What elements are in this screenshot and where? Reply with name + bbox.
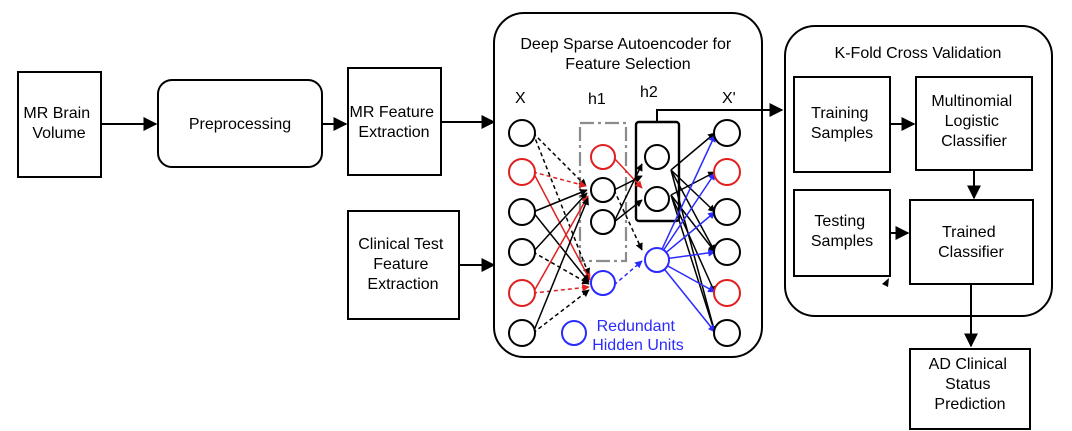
x-node <box>508 319 536 347</box>
connections-x-to-h1 <box>532 132 591 334</box>
legend-blue-circle-icon <box>561 320 587 346</box>
layer-x-nodes <box>508 119 536 347</box>
training-samples-label: Training Samples <box>811 105 873 142</box>
h1-group-box <box>578 121 628 263</box>
clinical-test-feature-extraction-box: Clinical Test Feature Extraction <box>347 210 460 320</box>
cv-title: K-Fold Cross Validation <box>835 45 1002 62</box>
xprime-node <box>713 319 741 347</box>
layer-label-x-prime: X' <box>722 90 736 107</box>
layer-xprime-nodes <box>713 119 741 347</box>
trained-classifier-label: Trained Classifier <box>938 224 1004 261</box>
legend-label: Redundant Hidden Units <box>592 318 684 354</box>
xprime-node <box>713 238 741 266</box>
autoencoder-panel: Deep Sparse Autoencoder for Feature Sele… <box>493 12 784 358</box>
layer-h1-nodes <box>590 144 616 296</box>
preprocessing-box: Preprocessing <box>157 79 323 168</box>
xprime-node <box>713 198 741 226</box>
ad-prediction-box: AD Clinical Status Prediction <box>909 348 1031 430</box>
layer-h2-nodes <box>644 144 670 273</box>
mr-brain-volume-label: MR Brain Volume <box>23 105 94 142</box>
clinical-test-feature-extraction-label: Clinical Test Feature Extraction <box>358 236 448 293</box>
xprime-node-selected <box>713 279 741 307</box>
mr-feature-extraction-label: MR Feature Extraction <box>350 104 439 141</box>
pipeline-arrows <box>101 115 496 272</box>
h1-node <box>590 209 616 235</box>
x-node-selected <box>508 279 536 307</box>
training-samples-box: Training Samples <box>793 76 891 173</box>
xprime-node-selected <box>713 158 741 186</box>
ad-prediction-label: AD Clinical Status Prediction <box>929 356 1012 413</box>
preprocessing-label: Preprocessing <box>189 116 291 133</box>
autoencoder-title: Deep Sparse Autoencoder for Feature Sele… <box>520 36 735 73</box>
h2-node <box>644 186 670 212</box>
testing-samples-label: Testing Samples <box>811 213 873 250</box>
small-pointer-mark <box>882 278 889 287</box>
x-node <box>508 119 536 147</box>
h1-node-selected <box>590 144 616 170</box>
h1-node-redundant <box>590 270 616 296</box>
x-node <box>508 198 536 226</box>
xprime-node <box>713 119 741 147</box>
h2-node-redundant <box>644 247 670 273</box>
x-node <box>508 238 536 266</box>
testing-samples-box: Testing Samples <box>793 189 891 277</box>
h2-node <box>644 144 670 170</box>
layer-label-h2: h2 <box>640 84 658 101</box>
connections-h1-to-h2 <box>613 157 643 286</box>
cv-arrows <box>890 117 981 240</box>
mr-feature-extraction-box: MR Feature Extraction <box>347 67 442 176</box>
layer-label-x: X <box>515 90 526 107</box>
cv-panel: K-Fold Cross Validation Training Samples… <box>784 25 1053 317</box>
arrow-h2-to-cv <box>656 103 784 122</box>
mr-brain-volume-box: MR Brain Volume <box>17 71 102 178</box>
multinomial-classifier-box: Multinomial Logistic Classifier <box>915 76 1033 171</box>
layer-label-h1: h1 <box>588 91 606 108</box>
trained-classifier-box: Trained Classifier <box>909 199 1034 285</box>
connections-h2-to-xprime <box>656 132 717 334</box>
x-node-selected <box>508 158 536 186</box>
redundant-units-legend: Redundant Hidden Units <box>561 318 684 354</box>
multinomial-classifier-label: Multinomial Logistic Classifier <box>931 93 1016 150</box>
h1-node <box>590 177 616 203</box>
